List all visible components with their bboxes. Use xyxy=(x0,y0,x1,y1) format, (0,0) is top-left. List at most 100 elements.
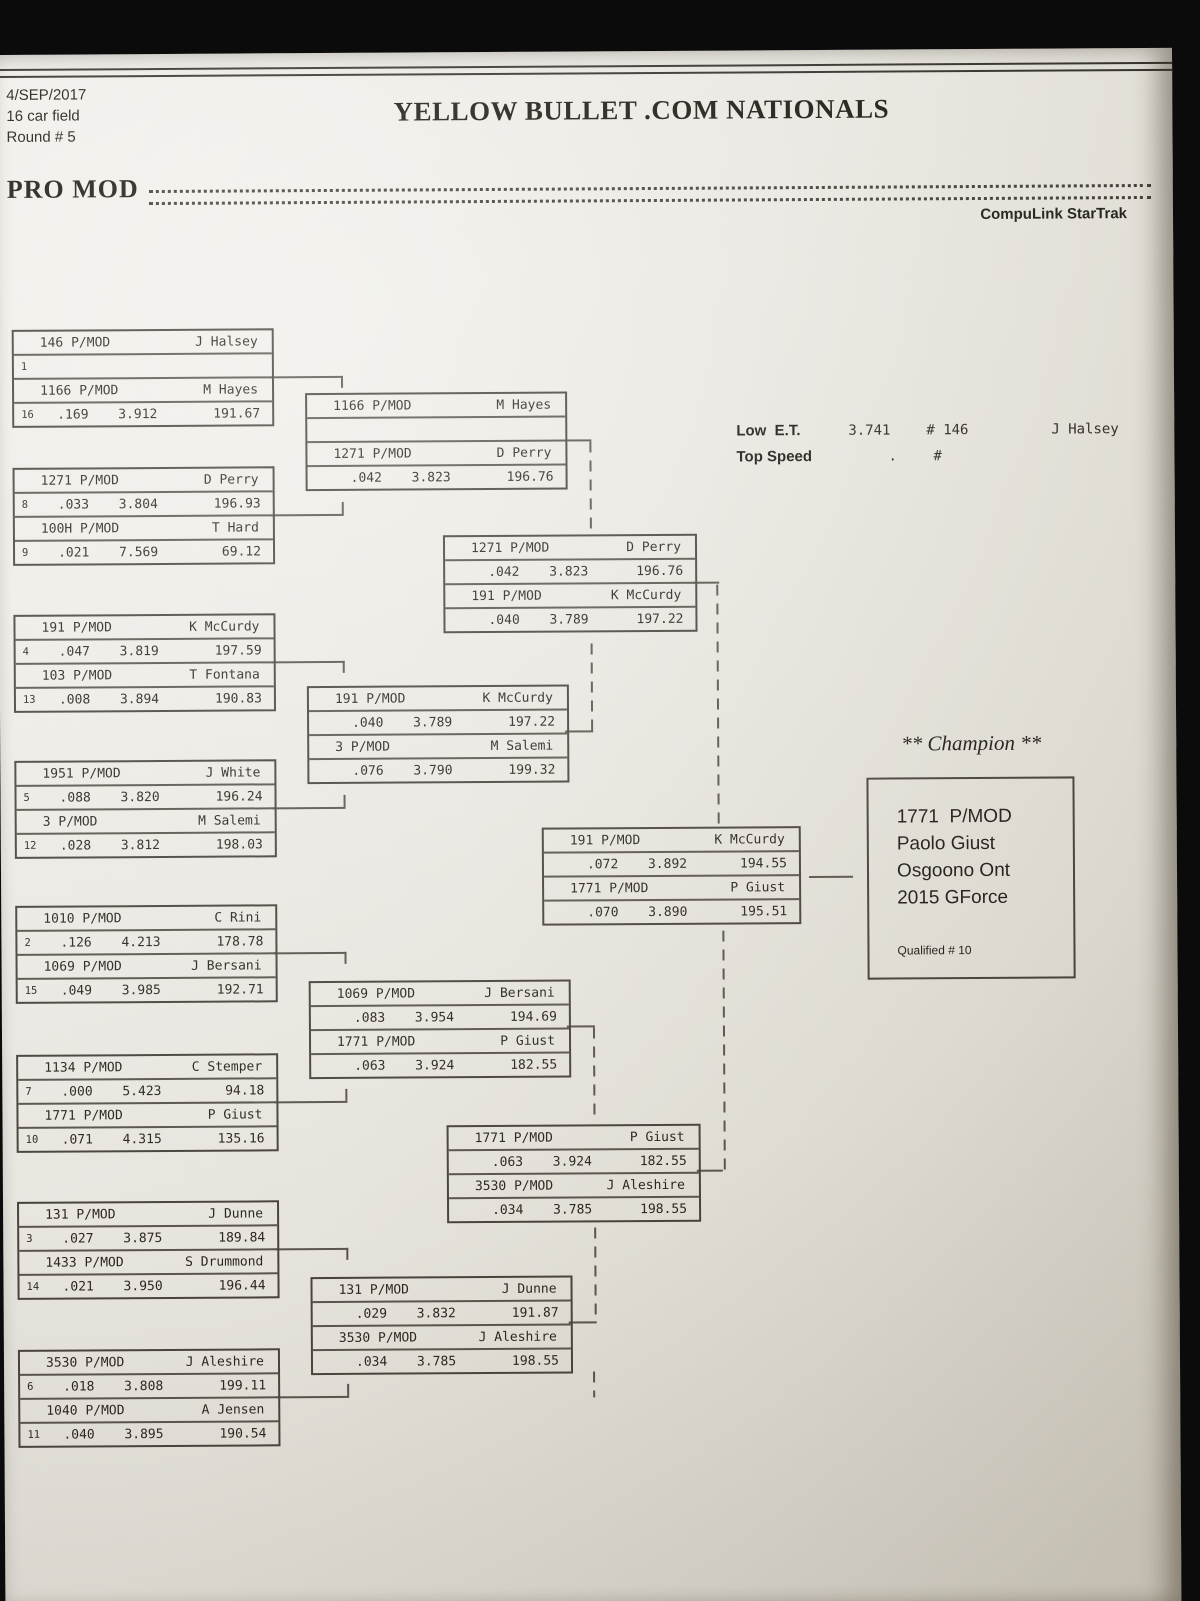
entry-elapsed-time xyxy=(104,366,188,367)
connector-line xyxy=(274,1100,348,1104)
connector-dashed xyxy=(716,584,720,825)
entry-driver: P Giust xyxy=(629,1129,685,1145)
entry-car-number: 3 P/MOD xyxy=(42,813,98,830)
entry-elapsed-time: 3.895 xyxy=(124,1426,164,1442)
entry-reaction-time: .070 xyxy=(587,904,619,920)
entry-reaction-time: .018 xyxy=(63,1378,95,1395)
entry-name-row: 146 P/MOD J Halsey xyxy=(14,330,272,354)
entry-reaction-time: .034 xyxy=(355,1354,388,1370)
entry-driver: M Hayes xyxy=(496,397,552,413)
entry-speed: 69.12 xyxy=(221,543,262,560)
entry-speed: 191.67 xyxy=(213,405,261,422)
entry-driver: P Giust xyxy=(500,1033,556,1049)
entry-reaction-time: .040 xyxy=(63,1426,95,1443)
entry-car-number: 103 P/MOD xyxy=(41,667,113,684)
entry-driver: P Giust xyxy=(730,879,786,896)
entry-speed: 178.78 xyxy=(216,933,264,950)
entry-elapsed-time: 4.213 xyxy=(121,934,161,950)
entry-reaction-time: .033 xyxy=(57,496,90,513)
entry-reaction-time: .027 xyxy=(62,1230,94,1247)
entry-reaction-time: .042 xyxy=(350,470,382,486)
entry-reaction-time: .008 xyxy=(58,691,91,708)
entry-car-number: 1951 P/MOD xyxy=(42,765,121,782)
entry-elapsed-time: 3.875 xyxy=(123,1230,163,1246)
connector-dashed xyxy=(594,1227,597,1323)
entry-elapsed-time: 3.808 xyxy=(124,1378,164,1394)
entry-speed: 190.83 xyxy=(214,690,262,707)
entry-driver: J Bersani xyxy=(191,957,262,974)
paper-sheet: 4/SEP/2017 16 car field Round # 5 YELLOW… xyxy=(0,47,1182,1601)
entry-elapsed-time: 3.789 xyxy=(549,611,589,628)
entry-speed: 94.18 xyxy=(225,1082,265,1099)
entry-elapsed-time: 7.569 xyxy=(118,544,159,560)
entry-driver: M Salemi xyxy=(490,738,554,754)
entry-speed xyxy=(188,365,272,366)
entry-driver: M Hayes xyxy=(203,381,259,398)
connector-line xyxy=(275,1247,349,1251)
entry-reaction-time: .042 xyxy=(488,564,520,580)
entry-car-number: 1134 P/MOD xyxy=(44,1059,123,1076)
champion-qualified: Qualified # 10 xyxy=(897,943,972,958)
entry-reaction-time: .169 xyxy=(57,406,89,423)
event-title: YELLOW BULLET .COM NATIONALS xyxy=(393,93,890,127)
entry-speed: 198.03 xyxy=(215,836,263,853)
entry-car-number: 146 P/MOD xyxy=(39,334,111,351)
entry-speed: 135.16 xyxy=(217,1130,265,1147)
entry-elapsed-time: 3.890 xyxy=(648,904,688,920)
header-meta: 4/SEP/2017 16 car field Round # 5 xyxy=(6,84,86,147)
entry-elapsed-time: 3.804 xyxy=(118,496,158,512)
connector-line xyxy=(276,1395,350,1399)
connector-dashed xyxy=(722,930,726,1171)
entry-reaction-time: .076 xyxy=(352,763,384,779)
entry-seed: 16 xyxy=(21,408,34,421)
entry-reaction-time: .049 xyxy=(60,982,93,999)
connector-line xyxy=(809,875,854,879)
entry-reaction-time: .000 xyxy=(61,1083,93,1100)
class-label: PRO MOD xyxy=(6,174,139,204)
entry-driver: J White xyxy=(205,764,261,781)
connector-line xyxy=(566,1025,595,1028)
entry-speed: 197.59 xyxy=(214,642,262,659)
entry-speed: 199.11 xyxy=(219,1377,267,1394)
entry-car-number: 191 P/MOD xyxy=(471,588,542,604)
event-date: 4/SEP/2017 xyxy=(6,86,87,104)
entry-driver: D Perry xyxy=(496,445,552,461)
entry-driver: J Aleshire xyxy=(478,1329,557,1345)
entry-seed: 11 xyxy=(27,1428,41,1441)
entry-driver: J Halsey xyxy=(195,333,258,350)
entry-driver: J Aleshire xyxy=(606,1177,685,1193)
connector-line xyxy=(270,513,344,517)
connector-line xyxy=(340,375,344,388)
connector-line xyxy=(347,1383,350,1396)
connector-line xyxy=(345,1088,348,1101)
entry-name-row: 1951 P/MOD J White xyxy=(16,761,274,785)
entry-seed: 14 xyxy=(26,1280,40,1293)
entry-elapsed-time: 3.823 xyxy=(411,469,451,485)
